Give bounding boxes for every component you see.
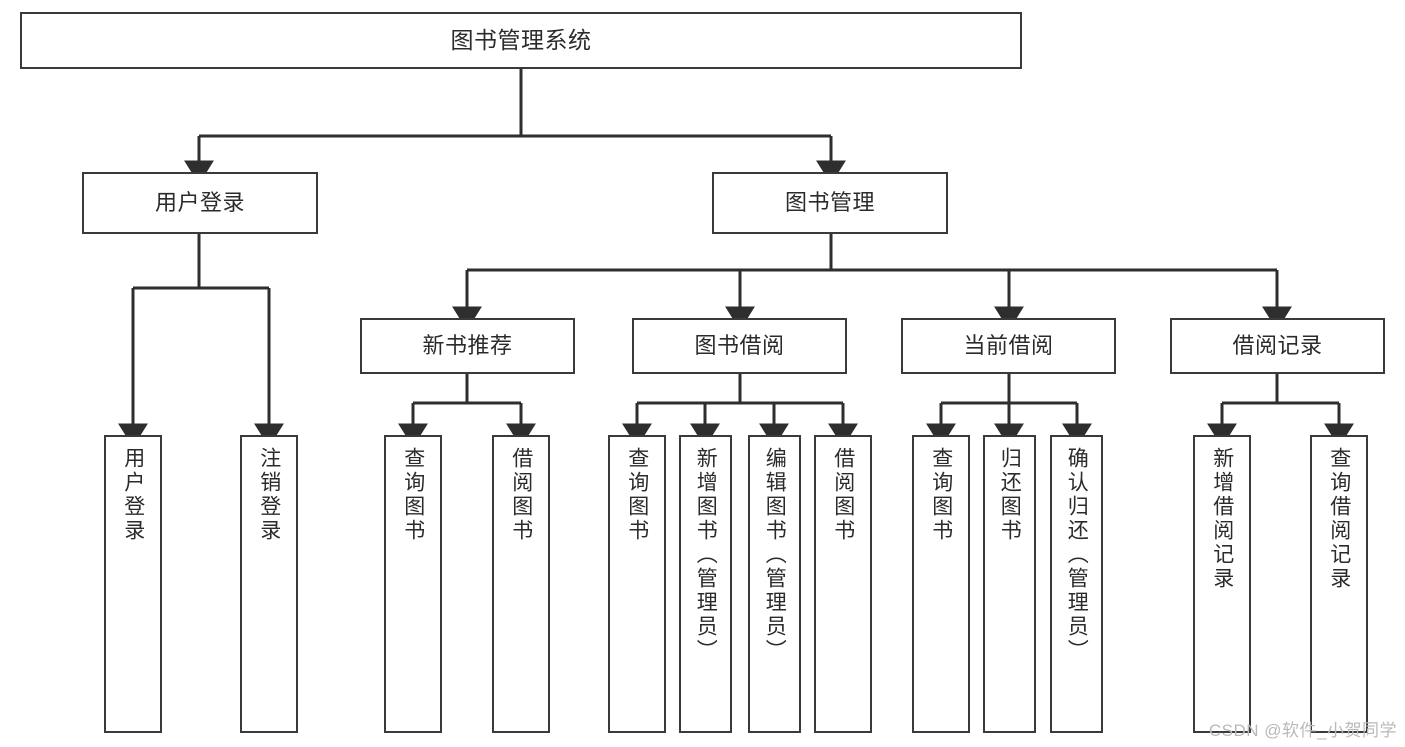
node-root-label: 图书管理系统 — [450, 27, 592, 54]
leaf-label: 查询图书 — [625, 447, 649, 543]
leaf-label: 确认归还（管理员） — [1065, 447, 1089, 663]
leaf-label: 借阅图书 — [831, 447, 855, 543]
node-current-borrow[interactable]: 当前借阅 — [901, 318, 1116, 374]
node-book-borrow-label: 图书借阅 — [694, 333, 785, 359]
node-book-borrow[interactable]: 图书借阅 — [632, 318, 847, 374]
watermark-text: CSDN @软件_小贺同学 — [1208, 721, 1397, 740]
leaf-current-return-book[interactable]: 归还图书 — [983, 435, 1036, 733]
leaf-label: 查询图书 — [929, 447, 953, 543]
node-user-login[interactable]: 用户登录 — [82, 172, 318, 234]
node-root[interactable]: 图书管理系统 — [20, 12, 1022, 69]
leaf-label: 查询图书 — [401, 447, 425, 543]
leaf-label: 新增借阅记录 — [1210, 447, 1234, 591]
leaf-current-confirm-return[interactable]: 确认归还（管理员） — [1050, 435, 1103, 733]
node-borrow-record-label: 借阅记录 — [1232, 333, 1323, 359]
node-book-management-label: 图书管理 — [784, 190, 875, 216]
leaf-borrow-edit-book[interactable]: 编辑图书（管理员） — [748, 435, 801, 733]
leaf-label: 用户登录 — [121, 447, 145, 543]
node-book-management[interactable]: 图书管理 — [712, 172, 948, 234]
leaf-record-query-record[interactable]: 查询借阅记录 — [1310, 435, 1368, 733]
leaf-borrow-query-book[interactable]: 查询图书 — [608, 435, 666, 733]
node-current-borrow-label: 当前借阅 — [963, 333, 1054, 359]
leaf-current-query-book[interactable]: 查询图书 — [912, 435, 970, 733]
leaf-recommend-borrow-book[interactable]: 借阅图书 — [492, 435, 550, 733]
node-borrow-record[interactable]: 借阅记录 — [1170, 318, 1385, 374]
leaf-borrow-borrow-book[interactable]: 借阅图书 — [814, 435, 872, 733]
node-user-login-label: 用户登录 — [154, 190, 245, 216]
leaf-user-login-logout[interactable]: 注销登录 — [240, 435, 298, 733]
leaf-record-add-record[interactable]: 新增借阅记录 — [1193, 435, 1251, 733]
leaf-borrow-add-book[interactable]: 新增图书（管理员） — [679, 435, 732, 733]
leaf-label: 借阅图书 — [509, 447, 533, 543]
leaf-user-login-login[interactable]: 用户登录 — [104, 435, 162, 733]
leaf-recommend-query-book[interactable]: 查询图书 — [384, 435, 442, 733]
leaf-label: 注销登录 — [257, 447, 281, 543]
leaf-label: 查询借阅记录 — [1327, 447, 1351, 591]
leaf-label: 编辑图书（管理员） — [763, 447, 787, 663]
node-new-book-recommend[interactable]: 新书推荐 — [360, 318, 575, 374]
leaf-label: 归还图书 — [998, 447, 1022, 543]
leaf-label: 新增图书（管理员） — [694, 447, 718, 663]
node-new-book-recommend-label: 新书推荐 — [422, 333, 513, 359]
